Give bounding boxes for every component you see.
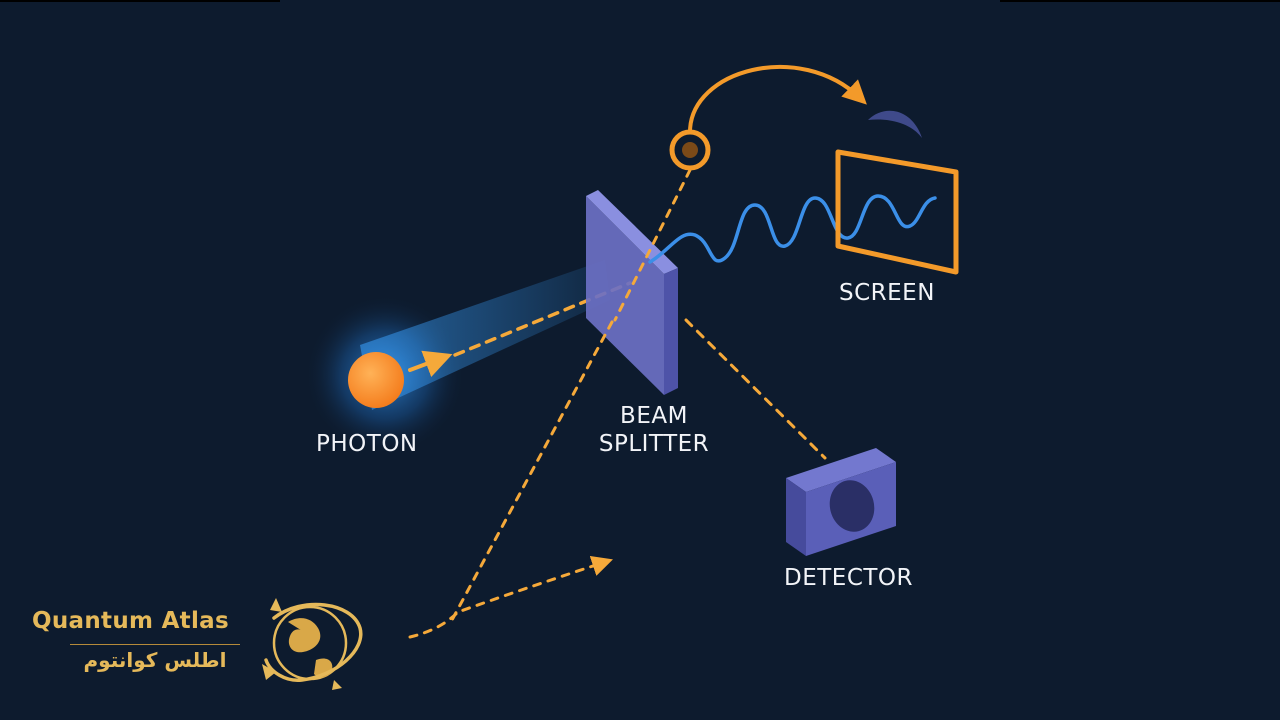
photon-label: PHOTON — [316, 431, 418, 457]
screen-label: SCREEN — [839, 280, 935, 306]
brand-name-persian: اطلس کوانتوم — [83, 648, 227, 672]
source-ring — [669, 129, 711, 171]
top-edge-bar-right — [1000, 0, 1280, 2]
photon-direction-arrow — [408, 350, 453, 378]
top-edge-bar-left — [0, 0, 280, 2]
screen-frame — [835, 149, 959, 275]
detector-box — [786, 448, 896, 556]
detector-label: DETECTOR — [784, 565, 914, 591]
globe-orbit-icon — [262, 598, 363, 690]
detector-path — [684, 318, 827, 460]
photon-glow — [305, 260, 610, 455]
trajectory-arc-arrow — [688, 65, 867, 134]
lower-path — [450, 320, 614, 622]
brand-divider — [70, 644, 240, 645]
bottom-path — [408, 555, 613, 639]
beam-splitter-label-line2: SPLITTER — [598, 431, 710, 457]
wave-signal — [648, 194, 937, 264]
photon-ball — [348, 352, 404, 408]
upper-path — [613, 168, 692, 322]
beam-splitter-label: BEAM SPLITTER — [592, 402, 716, 458]
beam-splitter-label-line1: BEAM — [620, 403, 688, 429]
beam-splitter-plate — [586, 190, 678, 395]
crescent-shape — [868, 110, 922, 138]
brand-name-english: Quantum Atlas — [32, 608, 229, 634]
